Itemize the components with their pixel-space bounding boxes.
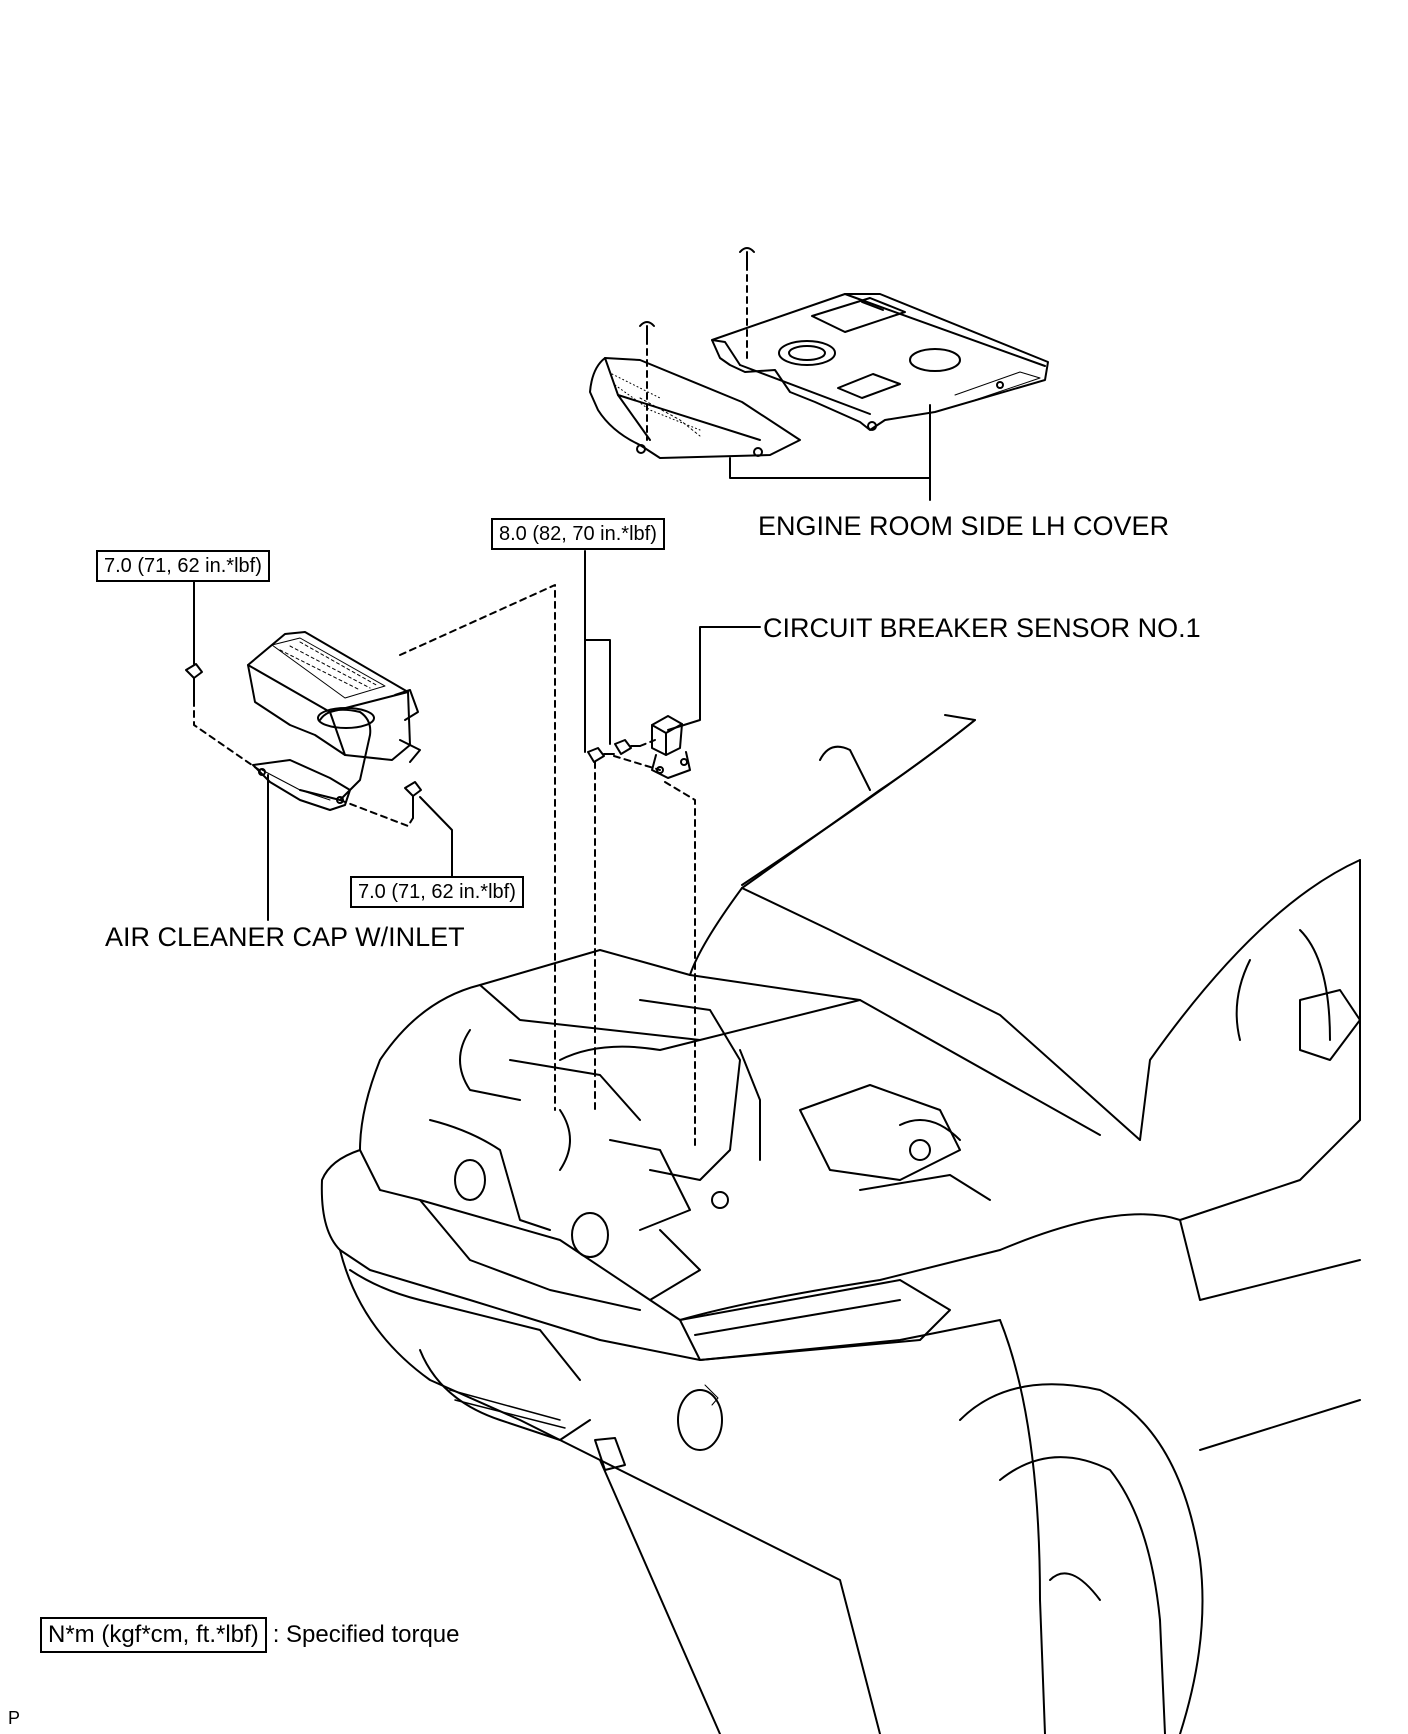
torque-spec-sensor-bolts: 8.0 (82, 70 in.*lbf): [491, 518, 665, 550]
legend-unit-box: N*m (kgf*cm, ft.*lbf): [40, 1617, 267, 1653]
legend-description: : Specified torque: [272, 1621, 460, 1648]
label-engine-room-side-lh-cover: ENGINE ROOM SIDE LH COVER: [758, 511, 1170, 541]
torque-spec-air-cleaner-lower: 7.0 (71, 62 in.*lbf): [350, 876, 524, 908]
label-circuit-breaker-sensor: CIRCUIT BREAKER SENSOR NO.1: [763, 613, 1201, 643]
clip-icon: [639, 247, 755, 339]
vehicle-front-outline: [320, 714, 1361, 1734]
label-air-cleaner-cap: AIR CLEANER CAP W/INLET: [105, 922, 465, 952]
bolt-icon: [185, 663, 422, 819]
engine-room-cover-part: [589, 247, 1049, 501]
figure-code: P: [8, 1708, 21, 1728]
torque-spec-air-cleaner-upper: 7.0 (71, 62 in.*lbf): [96, 550, 270, 582]
torque-legend: N*m (kgf*cm, ft.*lbf) : Specified torque: [40, 1617, 460, 1653]
bolt-icon: [587, 739, 641, 763]
air-cleaner-cap-part: [185, 579, 556, 1111]
circuit-breaker-sensor-part: [584, 550, 761, 1151]
